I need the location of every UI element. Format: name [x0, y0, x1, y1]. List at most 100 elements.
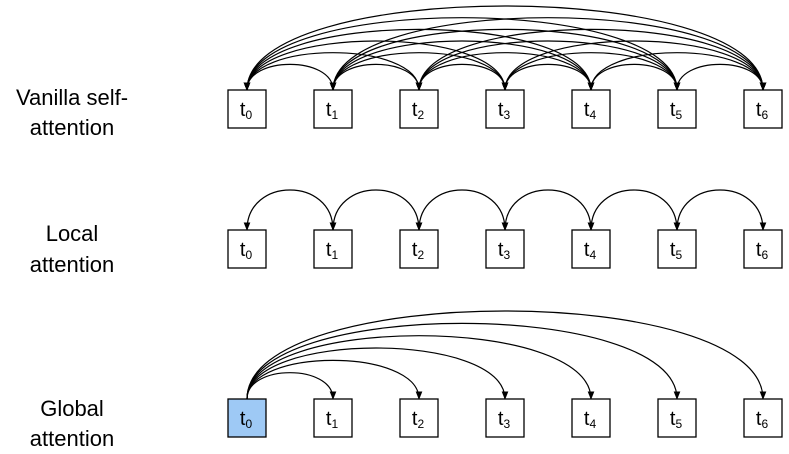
arc-t0-t1	[243, 189, 337, 231]
token-box	[657, 229, 697, 269]
token-letter: t	[412, 99, 418, 121]
token-text: t3	[498, 408, 511, 431]
token-text: t0	[240, 99, 253, 122]
token-text: t3	[498, 99, 511, 122]
arc-t0-t3	[243, 40, 509, 91]
token-t6: t6	[743, 229, 783, 269]
token-letter: t	[412, 239, 418, 261]
arc-t2-t6	[415, 28, 767, 91]
token-box	[227, 229, 267, 269]
token-box	[743, 89, 783, 129]
arc-t0-t1	[243, 63, 337, 91]
token-index: 4	[589, 248, 596, 262]
token-box	[485, 398, 525, 438]
arc-t0-t6	[243, 5, 767, 91]
row-label: Vanilla self-attention	[16, 85, 128, 140]
token-letter: t	[240, 239, 246, 261]
token-text: t6	[756, 239, 769, 262]
token-text: t2	[412, 99, 425, 122]
arc-t1-t3	[329, 52, 509, 91]
token-index: 0	[245, 108, 252, 122]
token-text: t2	[412, 239, 425, 262]
token-index: 5	[675, 417, 682, 431]
token-box	[571, 398, 611, 438]
token-t2: t2	[399, 229, 439, 269]
token-index: 5	[675, 248, 682, 262]
arc-t2-t5	[415, 40, 681, 91]
token-index: 4	[589, 417, 596, 431]
arc-t0-t6	[246, 310, 767, 400]
token-index: 1	[331, 108, 338, 122]
token-text: t4	[584, 408, 597, 431]
token-letter: t	[756, 99, 762, 121]
arc-t4-t5	[587, 189, 681, 231]
token-index: 3	[503, 248, 510, 262]
attention-arcs	[243, 5, 767, 91]
token-box	[399, 89, 439, 129]
token-letter: t	[326, 99, 332, 121]
token-letter: t	[756, 239, 762, 261]
arc-t2-t3	[415, 189, 509, 231]
token-letter: t	[412, 408, 418, 430]
token-text: t5	[670, 408, 683, 431]
token-letter: t	[498, 99, 504, 121]
token-text: t2	[412, 408, 425, 431]
token-index: 0	[245, 248, 252, 262]
token-text: t0	[240, 239, 253, 262]
row-label-line: Local	[46, 221, 99, 246]
token-t2: t2	[399, 398, 439, 438]
token-index: 2	[417, 417, 424, 431]
token-box	[313, 89, 353, 129]
token-text: t6	[756, 408, 769, 431]
token-t3: t3	[485, 89, 525, 129]
arc-t2-t3	[415, 63, 509, 91]
arc-t3-t4	[501, 189, 595, 231]
token-t0: t0	[227, 89, 267, 129]
arc-t0-t2	[246, 359, 423, 400]
row-label-line: attention	[30, 115, 114, 140]
arc-t0-t5	[243, 17, 681, 91]
token-t5: t5	[657, 229, 697, 269]
token-box	[657, 89, 697, 129]
token-letter: t	[584, 408, 590, 430]
token-index: 6	[761, 417, 768, 431]
attention-arcs	[246, 310, 767, 400]
token-box	[313, 398, 353, 438]
token-index: 6	[761, 248, 768, 262]
token-index: 2	[417, 248, 424, 262]
token-t4: t4	[571, 89, 611, 129]
token-index: 2	[417, 108, 424, 122]
token-t5: t5	[657, 398, 697, 438]
token-t0: t0	[227, 398, 267, 438]
token-index: 4	[589, 108, 596, 122]
token-t6: t6	[743, 398, 783, 438]
arc-t3-t6	[501, 40, 767, 91]
arc-t0-t4	[243, 28, 595, 91]
token-box	[571, 229, 611, 269]
token-t5: t5	[657, 89, 697, 129]
token-text: t4	[584, 239, 597, 262]
token-box	[485, 89, 525, 129]
arc-t0-t4	[246, 335, 595, 400]
arc-t1-t2	[329, 63, 423, 91]
token-text: t1	[326, 239, 339, 262]
token-t3: t3	[485, 398, 525, 438]
token-box	[313, 229, 353, 269]
arc-t0-t1	[246, 372, 337, 400]
arc-t1-t5	[329, 28, 681, 91]
row-label-line: Global	[40, 396, 104, 421]
token-letter: t	[670, 239, 676, 261]
token-t1: t1	[313, 229, 353, 269]
arc-t4-t6	[587, 52, 767, 91]
token-text: t6	[756, 99, 769, 122]
token-box	[399, 229, 439, 269]
arc-t0-t3	[246, 347, 509, 400]
token-text: t0	[240, 408, 253, 431]
token-index: 3	[503, 417, 510, 431]
token-box	[227, 89, 267, 129]
token-letter: t	[326, 239, 332, 261]
token-letter: t	[670, 408, 676, 430]
token-letter: t	[670, 99, 676, 121]
